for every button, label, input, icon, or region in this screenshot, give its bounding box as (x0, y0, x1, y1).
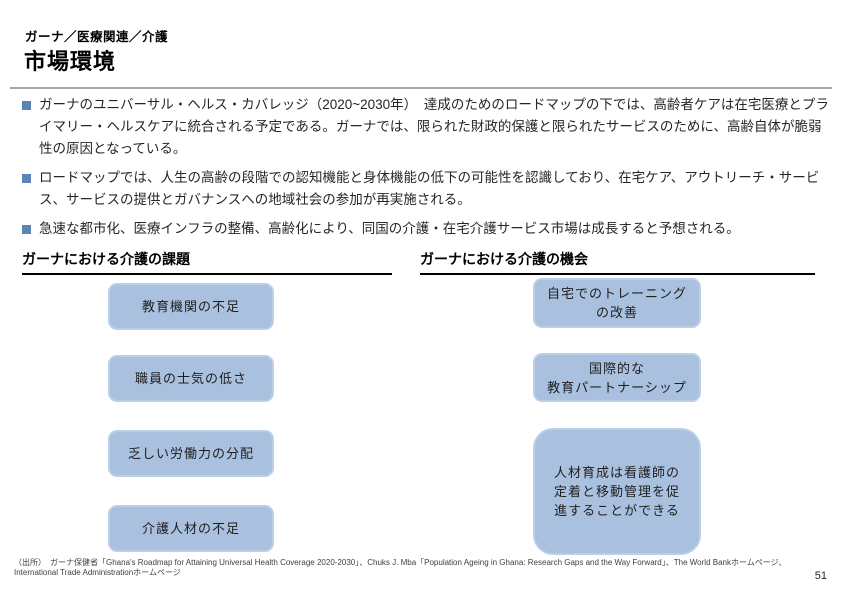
source-note: （出所） ガーナ保健省「Ghana's Roadmap for Attainin… (14, 558, 804, 578)
opportunity-box-international-partnership: 国際的な 教育パートナーシップ (533, 353, 701, 402)
challenge-box-education-shortage: 教育機関の不足 (108, 283, 274, 330)
page-number: 51 (814, 570, 827, 582)
bullet-text: ガーナのユニバーサル・ヘルス・カバレッジ（2020~2030年） 達成のためのロ… (39, 97, 829, 156)
bullet-square-icon (22, 174, 31, 183)
bullet-item: ガーナのユニバーサル・ヘルス・カバレッジ（2020~2030年） 達成のためのロ… (22, 94, 832, 160)
page-title: 市場環境 (24, 49, 117, 74)
opportunity-box-hr-development: 人材育成は看護師の 定着と移動管理を促 進することができる (533, 428, 701, 555)
bullet-item: 急速な都市化、医療インフラの整備、高齢化により、同国の介護・在宅介護サービス市場… (22, 218, 832, 240)
bullet-text: 急速な都市化、医療インフラの整備、高齢化により、同国の介護・在宅介護サービス市場… (39, 221, 740, 236)
opportunity-box-home-training: 自宅でのトレーニング の改善 (533, 278, 701, 328)
bullet-item: ロードマップでは、人生の高齢の段階での認知機能と身体機能の低下の可能性を認識して… (22, 167, 832, 211)
title-divider (10, 87, 832, 89)
section-heading-challenges: ガーナにおける介護の課題 (22, 249, 392, 275)
bullet-square-icon (22, 225, 31, 234)
bullet-text: ロードマップでは、人生の高齢の段階での認知機能と身体機能の低下の可能性を認識して… (39, 170, 820, 207)
breadcrumb: ガーナ／医療関連／介護 (25, 30, 169, 44)
bullet-square-icon (22, 101, 31, 110)
section-heading-opportunities: ガーナにおける介護の機会 (420, 249, 815, 275)
challenge-box-caregiver-shortage: 介護人材の不足 (108, 505, 274, 552)
summary-bullet-list: ガーナのユニバーサル・ヘルス・カバレッジ（2020~2030年） 達成のためのロ… (22, 94, 832, 247)
challenge-box-low-morale: 職員の士気の低さ (108, 355, 274, 402)
source-note-line1: （出所） ガーナ保健省「Ghana's Roadmap for Attainin… (14, 558, 787, 567)
source-note-line2: International Trade Administrationホームページ (14, 568, 181, 577)
challenge-box-poor-workforce-distribution: 乏しい労働力の分配 (108, 430, 274, 477)
